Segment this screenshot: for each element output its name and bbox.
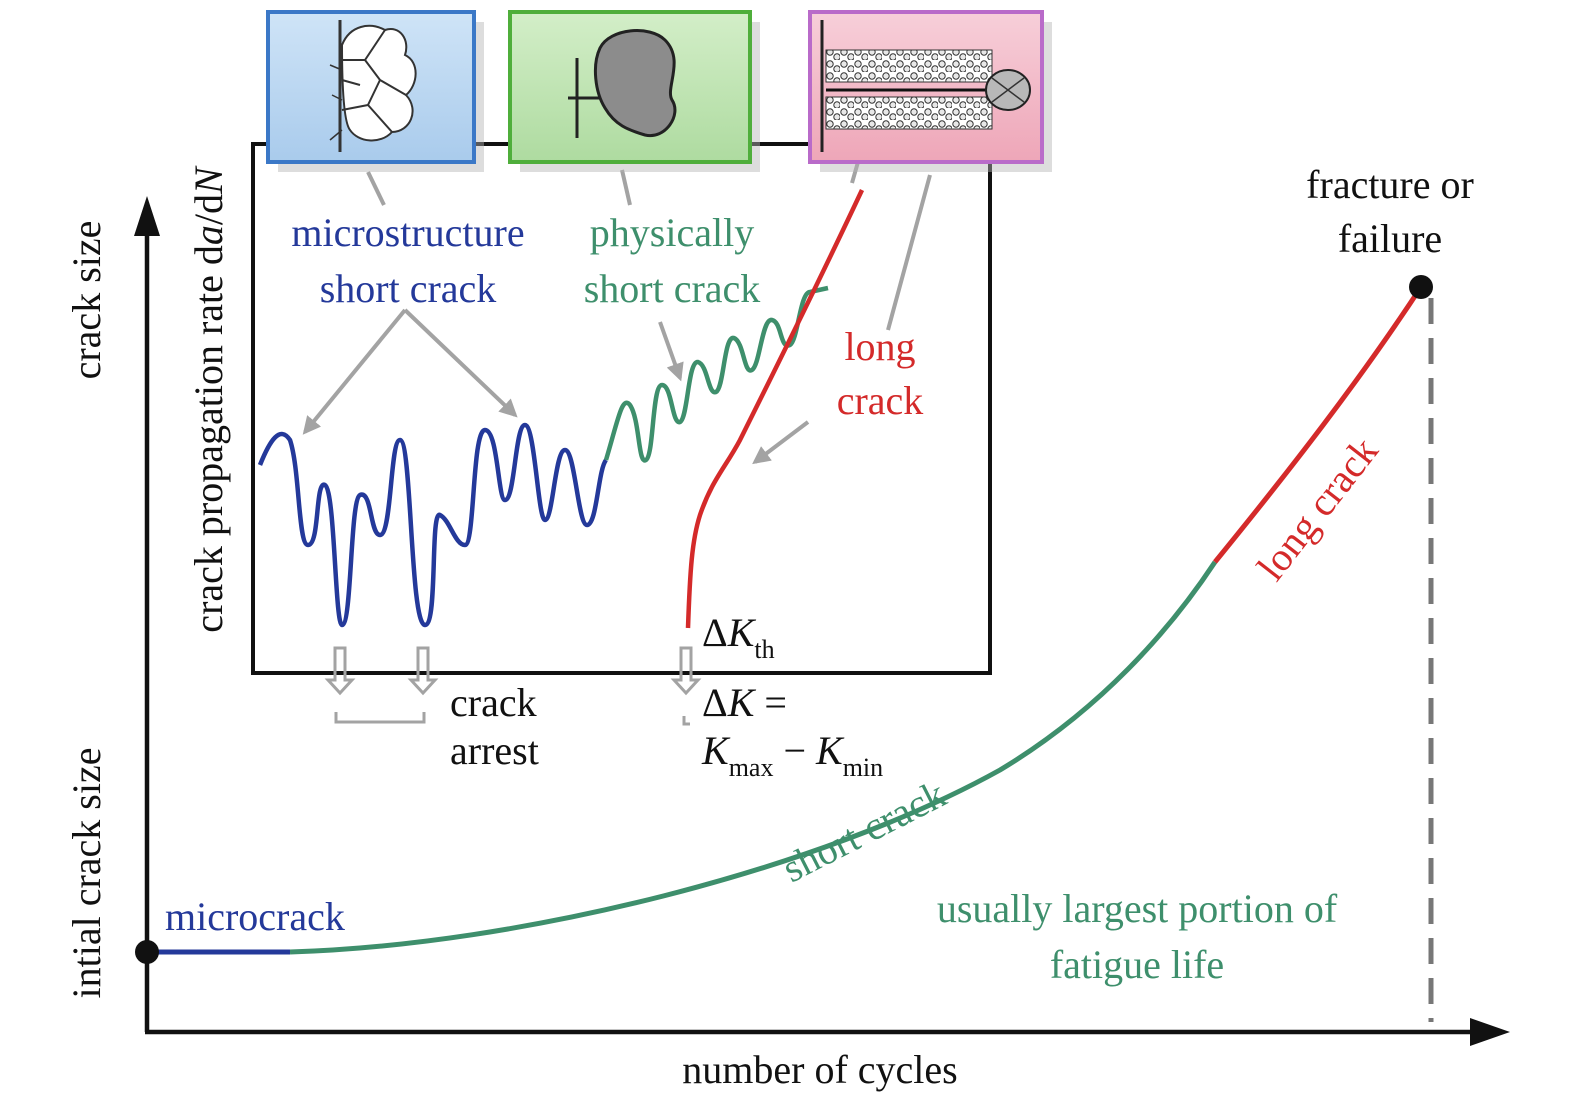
delta-k-threshold-label: ΔKth bbox=[702, 610, 775, 664]
single-grain-image-box bbox=[508, 10, 760, 172]
annotation-arrows bbox=[302, 154, 932, 465]
arrest-arrow-2 bbox=[407, 646, 439, 696]
connector-box2 bbox=[620, 169, 632, 206]
inset-micro-curve bbox=[257, 422, 608, 628]
y-axis-label-top: crack size bbox=[64, 221, 109, 380]
curve-short-crack-segment bbox=[289, 560, 1218, 955]
micro-short-label-line2: short crack bbox=[320, 266, 497, 311]
y-axis-arrowhead bbox=[134, 196, 160, 236]
short-crack-label: short crack bbox=[775, 771, 953, 891]
crack-arrest-label-line2: arrest bbox=[450, 728, 539, 773]
portion-label-line2: fatigue life bbox=[1050, 942, 1224, 987]
phys-short-label-line2: short crack bbox=[584, 266, 761, 311]
failure-label-line2: failure bbox=[1338, 216, 1442, 261]
arrow-long-crack bbox=[752, 420, 810, 465]
microstructure-image-box bbox=[266, 10, 484, 172]
curve-long-crack-segment bbox=[1213, 285, 1424, 564]
growth-curve bbox=[135, 275, 1434, 1022]
microcrack-label: microcrack bbox=[165, 894, 345, 939]
long-crack-image-box bbox=[808, 10, 1052, 172]
phys-short-label-line1: physically bbox=[590, 210, 754, 255]
long-crack-path-icon bbox=[820, 20, 1031, 152]
inset-physically-short-curve bbox=[603, 285, 829, 463]
portion-label-line1: usually largest portion of bbox=[937, 886, 1338, 931]
connector-box3-b bbox=[886, 174, 932, 331]
y-axis-label-bottom: intial crack size bbox=[64, 748, 109, 999]
inset-y-axis-label: crack propagation rate da/dN bbox=[186, 165, 231, 633]
delta-k-definition-line2: Kmax − Kmin bbox=[701, 728, 883, 782]
inset-long-crack-curve bbox=[685, 189, 865, 629]
arrest-bracket bbox=[334, 712, 426, 724]
x-axis-arrowhead bbox=[1470, 1018, 1510, 1046]
single-grain-icon bbox=[568, 29, 677, 138]
arrow-micro-left bbox=[302, 308, 407, 435]
failure-point bbox=[1409, 275, 1433, 299]
crack-arrest-markers bbox=[324, 646, 702, 726]
long-crack-inset-label-line2: crack bbox=[837, 378, 924, 423]
delta-k-definition-line1: ΔK = bbox=[702, 680, 787, 725]
crack-arrest-label-line1: crack bbox=[450, 680, 537, 725]
grain-boundary-icon bbox=[329, 20, 417, 152]
long-crack-inset-label-line1: long bbox=[844, 324, 915, 369]
arrest-arrow-1 bbox=[324, 646, 356, 696]
threshold-arrow bbox=[670, 646, 702, 696]
threshold-bracket bbox=[682, 716, 690, 726]
micro-short-label-line1: microstructure bbox=[291, 210, 524, 255]
connector-box1 bbox=[366, 171, 386, 206]
failure-label-line1: fracture or bbox=[1306, 162, 1474, 207]
arrow-phys-short bbox=[658, 321, 684, 382]
long-crack-curve-label: long crack bbox=[1248, 429, 1387, 589]
initial-crack-point bbox=[135, 940, 159, 964]
arrow-micro-right bbox=[403, 308, 518, 418]
main-axes bbox=[134, 196, 1510, 1046]
x-axis-label: number of cycles bbox=[682, 1047, 957, 1092]
